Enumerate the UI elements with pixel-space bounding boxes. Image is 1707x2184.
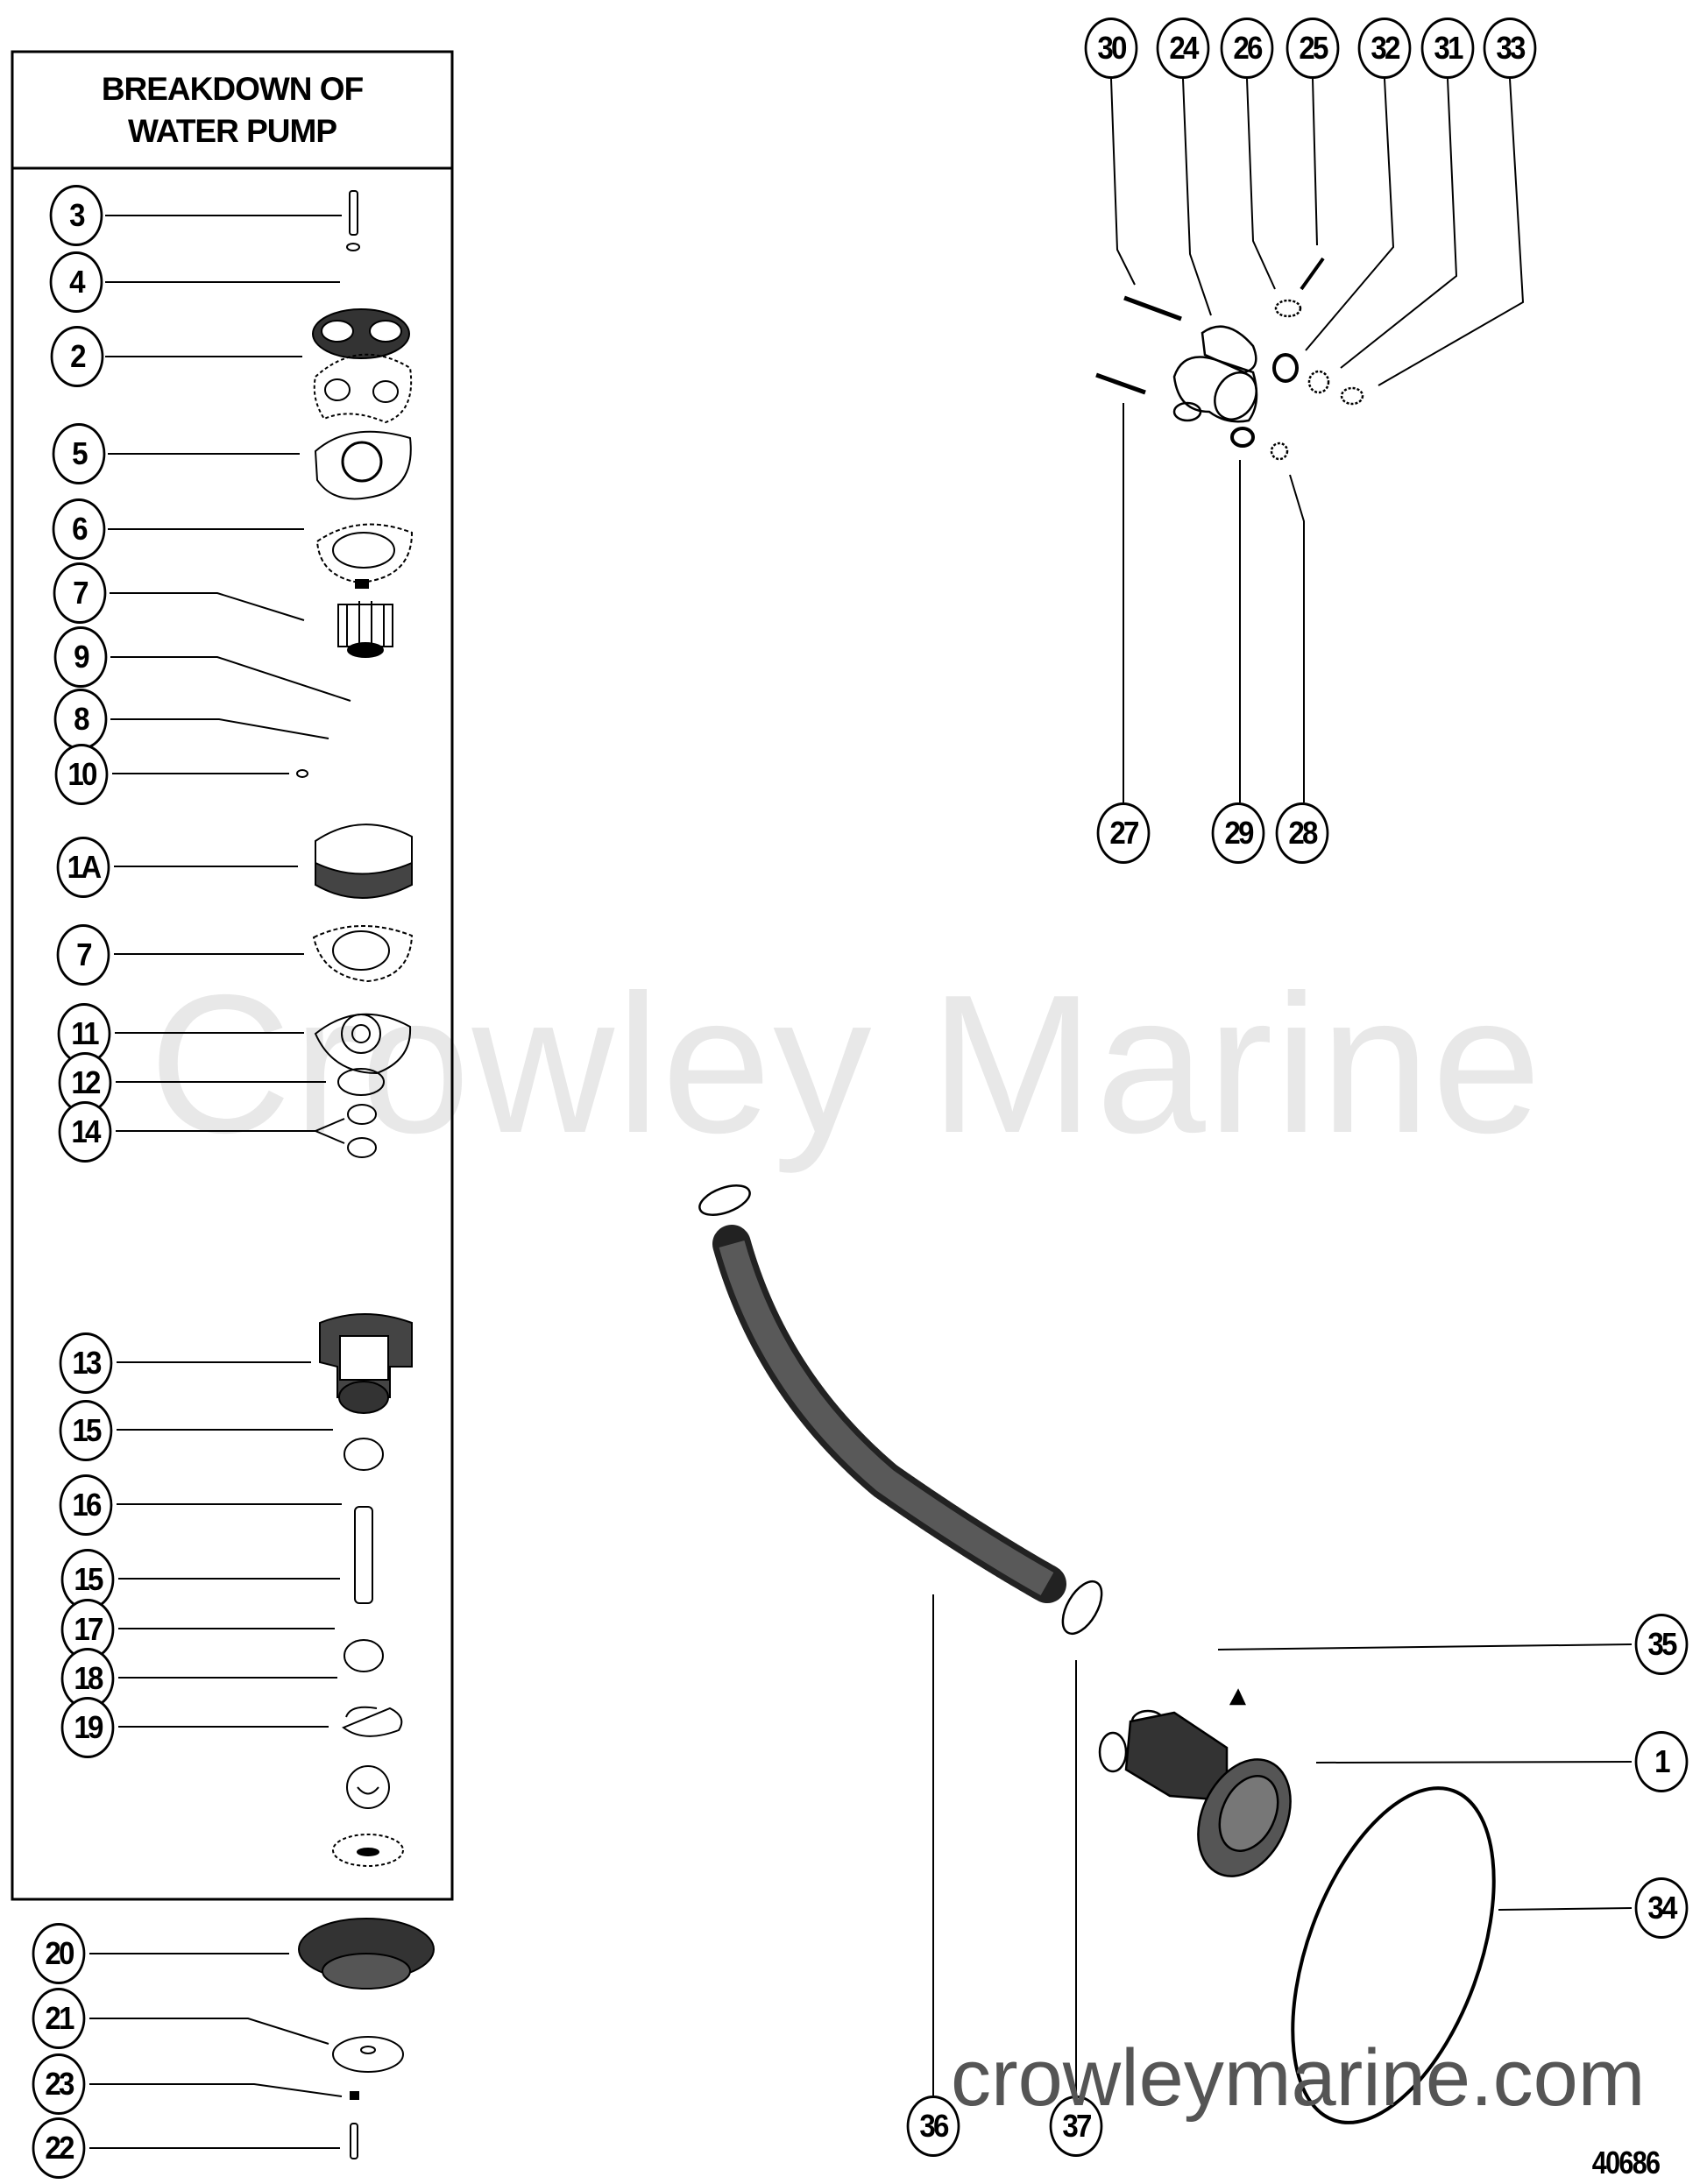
callout-6[interactable]: 6 — [52, 498, 106, 560]
callout-36[interactable]: 36 — [906, 2096, 960, 2157]
callout-label: 12 — [71, 1064, 101, 1100]
callout-28[interactable]: 28 — [1275, 802, 1329, 864]
callout-label: 17 — [74, 1611, 103, 1647]
callout-22[interactable]: 22 — [32, 2117, 86, 2179]
callout-label: 4 — [69, 264, 85, 300]
assembly-leader-lines — [932, 78, 1633, 2096]
callout-16[interactable]: 16 — [59, 1474, 113, 1536]
callout-label: 20 — [45, 1935, 74, 1971]
callout-label: 5 — [72, 435, 88, 471]
callout-label: 10 — [67, 756, 97, 792]
breakdown-title: BREAKDOWN OF WATER PUMP — [12, 52, 452, 168]
callout-label: 31 — [1434, 30, 1463, 66]
callout-14[interactable]: 14 — [58, 1101, 112, 1163]
callout-label: 3 — [69, 197, 85, 233]
callout-29[interactable]: 29 — [1211, 802, 1265, 864]
callout-3[interactable]: 3 — [49, 185, 103, 246]
assembly-top-parts-art — [1095, 257, 1364, 461]
callout-31[interactable]: 31 — [1420, 18, 1475, 79]
callout-7b[interactable]: 7 — [56, 924, 110, 986]
callout-8[interactable]: 8 — [53, 689, 108, 750]
callout-label: 15 — [74, 1561, 103, 1597]
callout-35[interactable]: 35 — [1634, 1614, 1689, 1675]
callout-21[interactable]: 21 — [32, 1988, 86, 2049]
callout-label: 26 — [1233, 30, 1263, 66]
callout-15b[interactable]: 15 — [60, 1549, 115, 1610]
callout-label: 2 — [70, 338, 86, 374]
callout-label: 37 — [1062, 2108, 1092, 2144]
callout-label: 14 — [71, 1113, 101, 1149]
callout-7[interactable]: 7 — [53, 562, 107, 624]
callout-label: 25 — [1299, 30, 1328, 66]
callout-label: 1 — [1654, 1743, 1670, 1779]
callout-label: 29 — [1224, 815, 1254, 851]
title-line-1: BREAKDOWN OF — [101, 70, 364, 107]
callout-37[interactable]: 37 — [1049, 2096, 1103, 2157]
figure-number: 40686 — [1591, 2145, 1661, 2180]
callout-label: 15 — [72, 1412, 102, 1448]
callout-33[interactable]: 33 — [1483, 18, 1537, 79]
callout-label: 23 — [45, 2066, 74, 2102]
callout-5[interactable]: 5 — [52, 423, 106, 484]
callout-label: 33 — [1496, 30, 1526, 66]
callout-9[interactable]: 9 — [53, 626, 108, 688]
callout-label: 9 — [74, 639, 89, 675]
callout-label: 35 — [1647, 1626, 1677, 1662]
callout-label: 7 — [76, 937, 92, 972]
breakdown-panel-frame — [11, 50, 454, 1901]
callout-27[interactable]: 27 — [1096, 802, 1151, 864]
callout-4[interactable]: 4 — [49, 251, 103, 313]
callout-15[interactable]: 15 — [59, 1400, 113, 1461]
callout-23[interactable]: 23 — [32, 2053, 86, 2115]
callout-25[interactable]: 25 — [1286, 18, 1340, 79]
callout-label: 34 — [1647, 1890, 1677, 1926]
callout-19[interactable]: 19 — [60, 1697, 115, 1758]
callout-label: 22 — [45, 2130, 74, 2166]
callout-label: 24 — [1169, 30, 1199, 66]
callout-label: 18 — [74, 1660, 103, 1696]
title-line-2: WATER PUMP — [127, 112, 337, 149]
callout-label: 36 — [919, 2108, 949, 2144]
water-pump-body — [1098, 1709, 1292, 1877]
callout-30[interactable]: 30 — [1084, 18, 1138, 79]
callout-label: 11 — [71, 1015, 99, 1051]
callout-label: 1A — [67, 849, 103, 885]
callout-label: 30 — [1097, 30, 1127, 66]
callout-10[interactable]: 10 — [54, 744, 109, 805]
callout-label: 7 — [73, 575, 89, 611]
callout-32[interactable]: 32 — [1357, 18, 1412, 79]
callout-34[interactable]: 34 — [1634, 1877, 1689, 1939]
callout-label: 13 — [72, 1345, 102, 1381]
callout-2[interactable]: 2 — [50, 326, 104, 387]
callout-1a[interactable]: 1A — [56, 837, 110, 898]
callout-label: 28 — [1288, 815, 1318, 851]
callout-label: 32 — [1371, 30, 1400, 66]
callout-label: 16 — [72, 1487, 102, 1523]
callout-13[interactable]: 13 — [59, 1332, 113, 1394]
callout-20[interactable]: 20 — [32, 1923, 86, 1984]
breakdown-leader-lines — [89, 215, 351, 2149]
callout-1[interactable]: 1 — [1634, 1731, 1689, 1792]
callout-24[interactable]: 24 — [1156, 18, 1210, 79]
callout-label: 19 — [74, 1709, 103, 1745]
assembly-lower-parts-art — [698, 1184, 1496, 2124]
callout-label: 8 — [74, 701, 89, 737]
callout-26[interactable]: 26 — [1220, 18, 1274, 79]
breakdown-parts-art — [296, 190, 435, 2159]
callout-label: 6 — [72, 511, 88, 547]
callout-label: 27 — [1109, 815, 1139, 851]
callout-label: 21 — [45, 2000, 74, 2036]
